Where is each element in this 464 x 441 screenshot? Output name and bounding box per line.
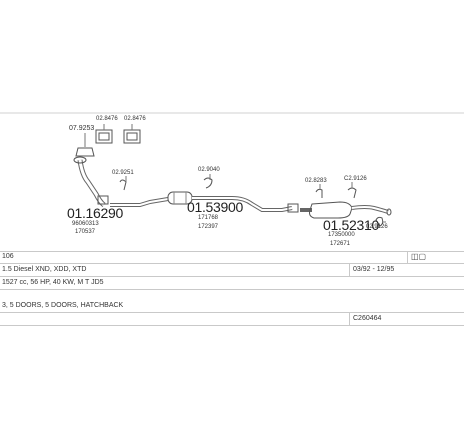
label-07-9253: 07.9253 (69, 125, 95, 132)
hanger-c2-9126 (347, 187, 357, 199)
front-pipe-ref-1: 96060313 (72, 221, 99, 227)
row-divider (0, 276, 464, 277)
label-02-9126: 02.9126 (366, 224, 388, 230)
column-divider (407, 251, 408, 263)
hanger-02-9040 (203, 177, 213, 189)
row-divider (0, 289, 464, 290)
clamp-box-2-inner (126, 132, 138, 141)
column-divider (349, 312, 350, 325)
row-divider (0, 312, 464, 313)
document-icon: ◫▢ (411, 252, 427, 261)
label-c2-9126: C2.9126 (344, 176, 367, 182)
part-number-front-pipe: 01.16290 (67, 205, 123, 221)
model: 106 (2, 253, 14, 260)
hanger-02-8283 (315, 188, 323, 198)
label-02-9251: 02.9251 (112, 170, 134, 176)
column-divider (349, 263, 350, 276)
front-pipe-ref-2: 170537 (75, 229, 96, 235)
clamp-box-2 (123, 129, 141, 144)
catalog-code: C260464 (353, 315, 382, 322)
exhaust-drawing (0, 112, 464, 227)
label-02-9040: 02.9040 (198, 167, 220, 173)
row-divider (0, 325, 464, 326)
front-pipe-body (77, 159, 106, 207)
bracket-02-9251 (119, 179, 127, 191)
engine: 1.5 Diesel XND, XDD, XTD (2, 266, 87, 273)
label-02-8476-a: 02.8476 (96, 116, 118, 122)
label-02-8476-b: 02.8476 (124, 116, 146, 122)
front-pipe-flange (73, 156, 87, 164)
label-02-8283: 02.8283 (305, 178, 327, 184)
production-dates: 03/92 - 12/95 (353, 266, 395, 273)
part-number-rear: 01.52310 (323, 217, 379, 233)
clamp-box-1 (95, 129, 113, 144)
row-divider (0, 263, 464, 264)
middle-ref-2: 172397 (198, 224, 219, 230)
middle-ref-1: 171768 (198, 215, 219, 221)
rear-ref-2: 172671 (330, 241, 351, 247)
clamp-rear (287, 203, 299, 213)
rubber-02-9126 (375, 216, 384, 227)
row-divider (0, 251, 464, 252)
exhaust-diagram: 07.9253 02.8476 02.8476 02.9251 02.9040 … (0, 112, 464, 247)
rear-ref-1: 17350000 (328, 232, 355, 238)
clamp-box-1-inner (98, 132, 110, 141)
gasket-07-9253 (75, 147, 95, 157)
engine-spec: 1527 cc, 56 HP, 40 KW, M T JD5 (2, 279, 104, 286)
part-number-middle: 01.53900 (187, 199, 243, 215)
front-pipe-end-clamp (97, 195, 109, 205)
rear-silencer (309, 201, 353, 219)
body-type: 3, 5 DOORS, 5 DOORS, HATCHBACK (2, 302, 124, 309)
